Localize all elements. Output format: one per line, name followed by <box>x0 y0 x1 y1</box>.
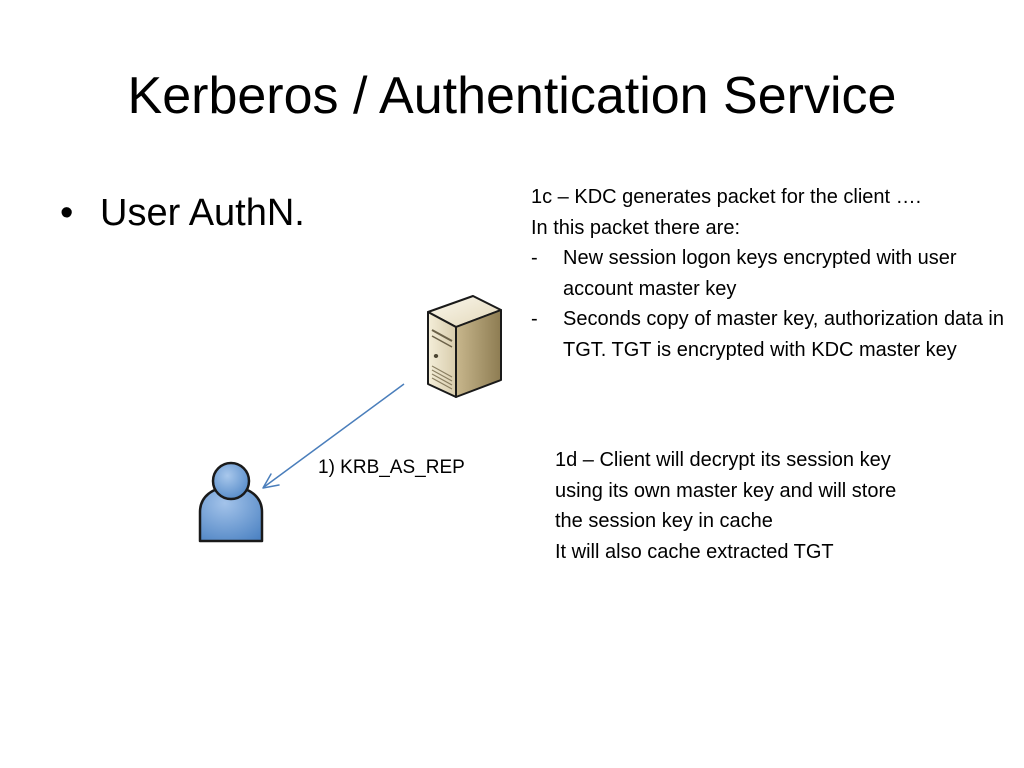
step-1c-line-2: In this packet there are: <box>531 216 741 239</box>
slide-title: Kerberos / Authentication Service <box>127 67 897 125</box>
step-1c-item-text: Seconds copy of master key, authorizatio… <box>563 308 1004 361</box>
dash-marker: - <box>531 308 538 330</box>
step-1c-note: 1c – KDC generates packet for the client… <box>531 182 1011 365</box>
step-1c-line-1: 1c – KDC generates packet for the client… <box>531 186 922 208</box>
step-1c-item: - Seconds copy of master key, authorizat… <box>531 304 1011 365</box>
server-icon <box>427 295 502 398</box>
krb-as-rep-arrow <box>262 383 405 489</box>
step-1d-line-3: the session key in cache <box>555 510 773 532</box>
step-1c-item-text: New session logon keys encrypted with us… <box>563 247 957 300</box>
dash-marker: - <box>531 247 538 269</box>
step-1d-line-4: It will also cache extracted TGT <box>555 540 834 563</box>
step-1d-line-2: using its own master key and will store <box>555 479 897 502</box>
bullet-item: • User AuthN. <box>60 188 305 238</box>
arrow-label: 1) KRB_AS_REP <box>318 457 465 478</box>
bullet-dot: • <box>60 192 74 234</box>
step-1d-note: 1d – Client will decrypt its session key… <box>555 445 995 567</box>
step-1d-line-1: 1d – Client will decrypt its session key <box>555 449 891 471</box>
bullet-text: User AuthN. <box>100 192 305 234</box>
user-icon <box>198 461 264 543</box>
step-1c-item: - New session logon keys encrypted with … <box>531 243 1011 304</box>
